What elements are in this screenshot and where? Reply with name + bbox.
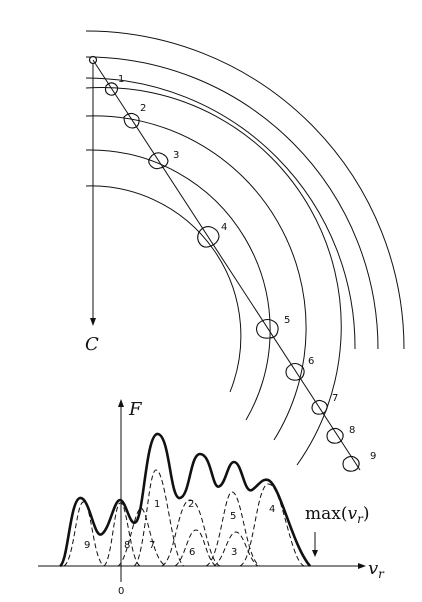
blobs (104, 82, 360, 472)
blob-3 (148, 152, 169, 170)
center-axis: C (85, 55, 99, 355)
component-profile-3 (213, 531, 259, 567)
component-profile-8 (103, 502, 141, 567)
blob-label-6: 6 (308, 356, 314, 367)
component-profile-4 (239, 483, 305, 567)
orbit-arc-3 (85, 77, 356, 350)
blob-1 (104, 82, 119, 96)
orbit-arcs (85, 30, 405, 466)
component-profile-5 (205, 491, 261, 567)
peak-label-8: 8 (124, 540, 130, 551)
blob-7 (311, 399, 328, 415)
peak-label-2: 2 (188, 499, 194, 510)
blob-4 (197, 226, 220, 248)
peak-labels: 9 8 7 1 2 6 5 3 4 (84, 499, 275, 558)
blob-2 (123, 112, 140, 129)
flux-axis-label: F (128, 399, 143, 420)
blob-6 (285, 362, 305, 381)
blob-label-5: 5 (284, 315, 290, 326)
blob-label-9: 9 (370, 451, 376, 462)
blob-label-7: 7 (332, 393, 338, 404)
center-axis-arrowhead (90, 318, 96, 326)
orbit-arc-7 (85, 185, 242, 393)
blob-5 (255, 318, 279, 339)
flux-axis-arrowhead (118, 399, 124, 407)
peak-label-9: 9 (84, 540, 90, 551)
peak-label-5: 5 (230, 511, 236, 522)
blob-9 (342, 455, 360, 472)
orbit-arc-5 (85, 115, 307, 441)
orbit-arc-1 (85, 56, 379, 350)
total-profile (59, 432, 312, 568)
component-profile-1 (133, 469, 185, 567)
orbit-arc-2 (85, 30, 405, 350)
blob-label-8: 8 (349, 425, 355, 436)
peak-label-4: 4 (269, 504, 275, 515)
velocity-axis-label: vr (368, 558, 385, 581)
component-profile-7 (117, 507, 167, 567)
peak-label-1: 1 (154, 499, 160, 510)
origin-label: 0 (118, 586, 124, 597)
velocity-axis-arrowhead (358, 563, 366, 569)
orbit-arc-4 (85, 86, 342, 466)
peak-label-6: 6 (189, 547, 195, 558)
blob-label-1: 1 (118, 74, 124, 85)
component-profile-6 (174, 529, 217, 567)
max-velocity-label: max(vr) (305, 504, 369, 526)
component-profiles (63, 469, 305, 567)
max-marker-arrowhead (312, 550, 318, 557)
blob-labels: 1 2 3 4 5 6 7 8 9 (118, 74, 376, 462)
peak-label-7: 7 (149, 540, 155, 551)
orbit-arc-6 (85, 149, 271, 421)
blob-8 (326, 427, 344, 444)
blob-label-2: 2 (140, 103, 146, 114)
blob-label-4: 4 (221, 222, 227, 233)
blob-label-3: 3 (173, 150, 179, 161)
center-label: C (85, 334, 99, 355)
peak-label-3: 3 (231, 547, 237, 558)
component-profile-2 (161, 499, 221, 567)
component-profile-9 (63, 501, 105, 567)
profile-axes: vr F 0 max(vr) (38, 399, 385, 597)
